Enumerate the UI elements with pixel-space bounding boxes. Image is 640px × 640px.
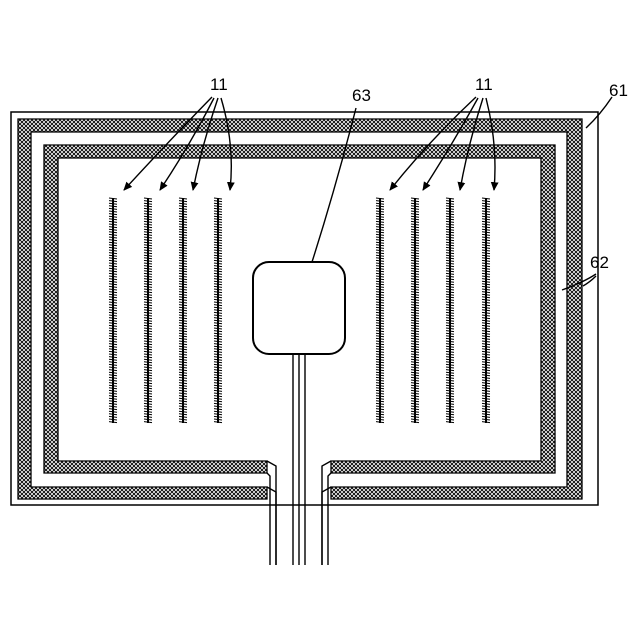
label-electrodes-left: 11 [210,75,228,94]
label-substrate: 61 [609,81,628,100]
electrode-group-right [376,198,490,423]
electrode-strip [109,198,117,423]
arrows-left [124,97,231,190]
electrode-strip [179,198,187,423]
arrows-right [390,97,495,190]
electrode-group-left [109,198,222,423]
electrode-strip [376,198,384,423]
controller-module [253,262,345,354]
electrode-strip [144,198,152,423]
electrode-strip [482,198,490,423]
label-electrodes-right: 11 [475,75,493,94]
electrode-strip [446,198,454,423]
electrode-strip [411,198,419,423]
label-controller: 63 [352,86,371,105]
label-antenna-coil: 62 [590,253,609,272]
electrode-strip [214,198,222,423]
controller-wires [293,354,305,565]
